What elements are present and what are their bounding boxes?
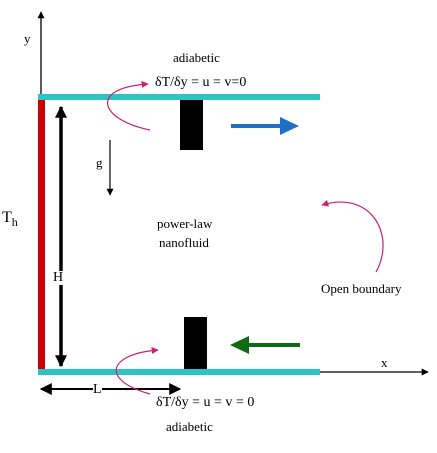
fluid-label-line1: power-law [157, 216, 213, 231]
bottom-plate [38, 369, 320, 375]
y-axis-label: y [24, 31, 31, 46]
bottom-wall-label: adiabetic [166, 419, 213, 434]
x-axis-label: x [381, 355, 388, 370]
open-boundary-label: Open boundary [321, 281, 402, 296]
top-curved-arrow [107, 80, 151, 131]
top-wall-condition: δT/δy = u = v=0 [155, 75, 247, 90]
height-label: H [53, 270, 64, 285]
hot-wall-label-main: T [2, 209, 12, 226]
top-wall-label: adiabetic [173, 50, 220, 65]
open-boundary-curved-arrow [321, 199, 384, 273]
length-label: L [93, 382, 102, 397]
gravity-label: g [96, 155, 103, 170]
bottom-wall-condition: δT/δy = u = v = 0 [156, 395, 255, 410]
bottom-curved-arrow [115, 347, 159, 395]
top-plate [38, 94, 320, 100]
flow-left-arrow-head [230, 336, 249, 354]
hot-wall-label: Th [2, 209, 18, 230]
flow-right-arrow-head [280, 117, 299, 135]
fluid-label-line2: nanofluid [159, 235, 209, 250]
top-heater-block [180, 100, 203, 150]
bottom-heater-block [184, 317, 207, 369]
hot-wall [38, 98, 45, 372]
hot-wall-label-sub: h [11, 215, 18, 230]
